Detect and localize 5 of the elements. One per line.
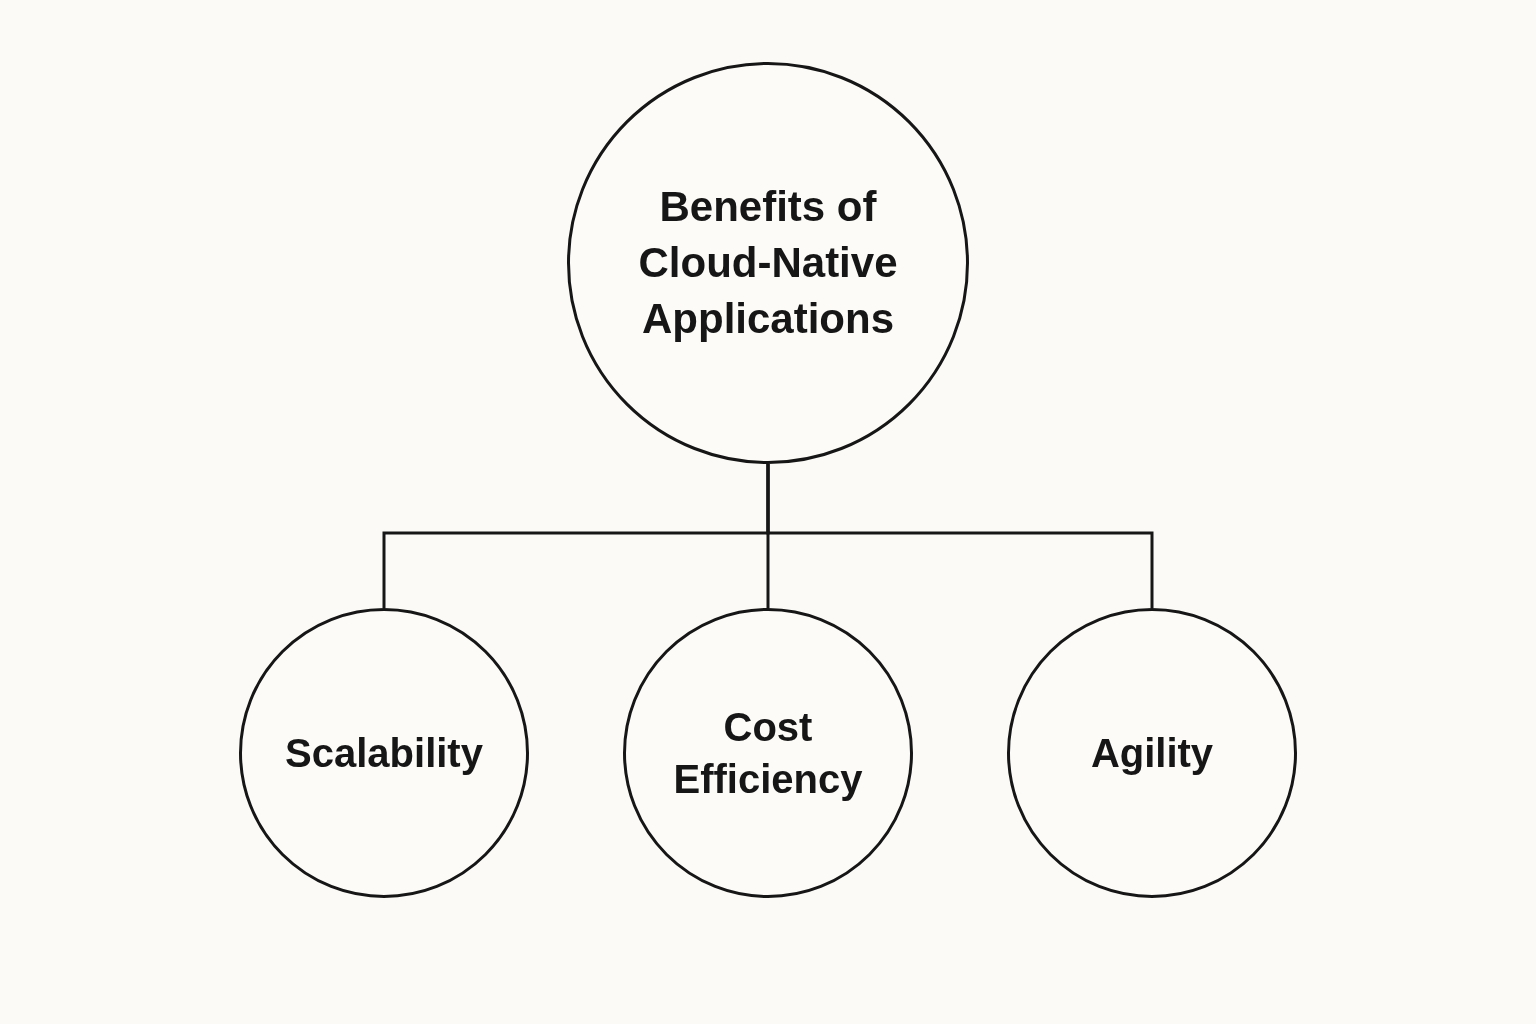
connector-line xyxy=(766,464,1154,608)
node-label: Benefits of Cloud-Native Applications xyxy=(637,182,899,344)
node-label: Scalability xyxy=(285,730,483,777)
node-label: Cost Efficiency xyxy=(672,704,864,803)
node-label: Agility xyxy=(1090,730,1214,777)
